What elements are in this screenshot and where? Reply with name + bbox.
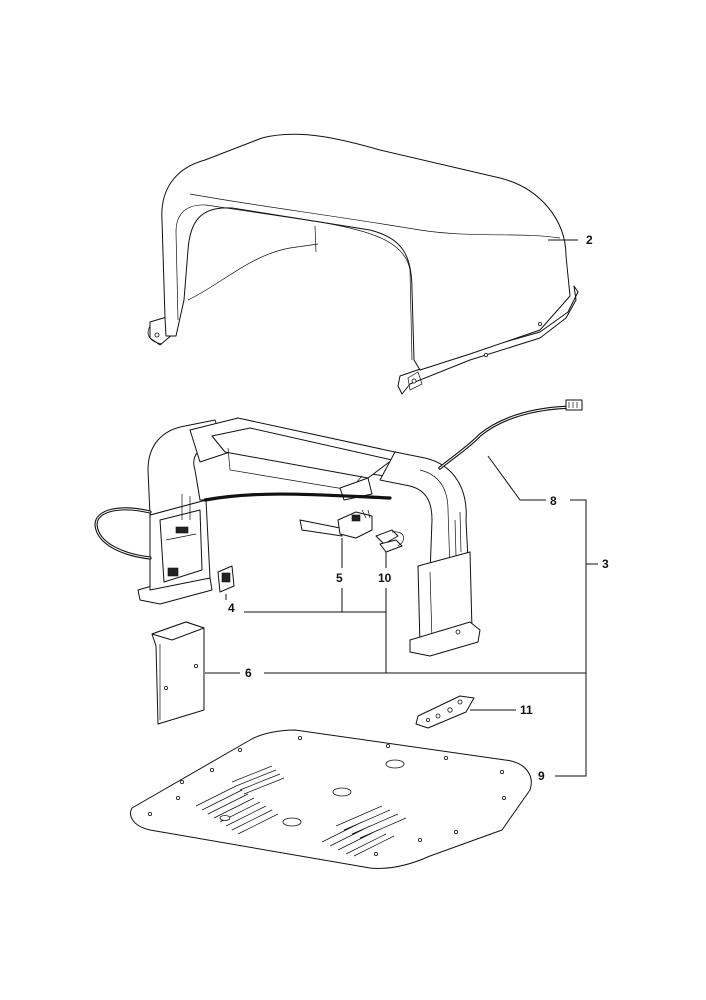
part-5-connector bbox=[299, 509, 373, 539]
part-8-cable bbox=[94, 399, 583, 560]
callout-labels: 2 8 3 5 10 4 6 11 9 bbox=[228, 233, 609, 783]
callout-3: 3 bbox=[602, 557, 609, 571]
part-4-switch bbox=[217, 565, 235, 593]
callout-5: 5 bbox=[336, 571, 343, 585]
callout-10: 10 bbox=[378, 571, 392, 585]
callout-11: 11 bbox=[520, 703, 533, 717]
callout-2: 2 bbox=[586, 233, 593, 247]
callout-4: 4 bbox=[228, 601, 235, 615]
part-11-plate bbox=[415, 695, 475, 729]
part-10-clip bbox=[375, 529, 405, 553]
part-9-base-plate bbox=[130, 729, 532, 869]
callout-6: 6 bbox=[245, 666, 252, 680]
callout-8: 8 bbox=[550, 494, 557, 508]
part-3-frame-assembly bbox=[137, 417, 481, 657]
part-2-cover bbox=[147, 133, 579, 395]
leader-lines bbox=[205, 239, 598, 777]
part-6-bracket bbox=[151, 621, 205, 725]
callout-9: 9 bbox=[538, 769, 545, 783]
